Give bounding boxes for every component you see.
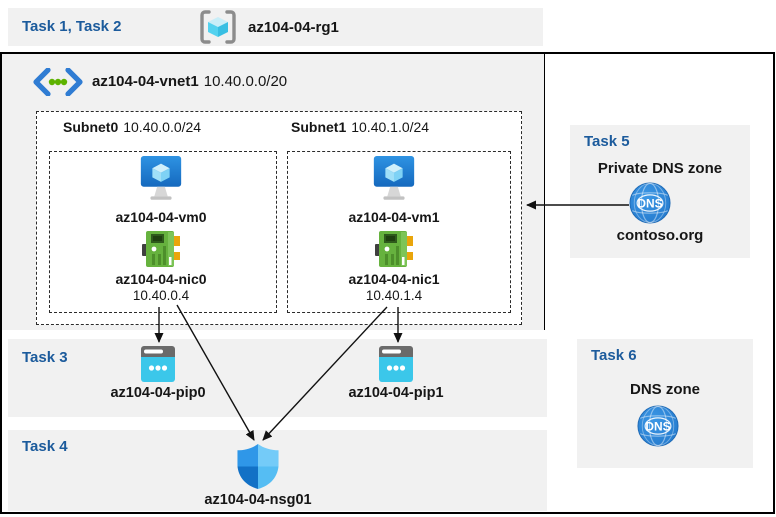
task3-label: Task 3 — [22, 349, 68, 366]
task5-card: Task 5 Private DNS zone DNS contoso.org — [570, 125, 750, 258]
resource-group-icon — [200, 10, 236, 44]
virtual-network-icon — [33, 68, 83, 96]
nsg-name: az104-04-nsg01 — [204, 492, 312, 508]
task4-label: Task 4 — [22, 438, 68, 455]
dns-globe-icon: DNS — [637, 405, 679, 447]
nsg-group: az104-04-nsg01 — [198, 444, 318, 508]
dns-icon-text: DNS — [645, 419, 670, 433]
private-dns-zone-name: contoso.org — [616, 227, 704, 244]
virtual-machine-icon — [373, 156, 415, 200]
pip0-name: az104-04-pip0 — [110, 385, 206, 401]
tasks-1-2-label: Task 1, Task 2 — [22, 18, 122, 35]
public-ip-icon — [141, 346, 175, 382]
vnet-name: az104-04-vnet1 — [92, 73, 199, 90]
shield-icon — [237, 444, 279, 489]
nic1-name: az104-04-nic1 — [348, 271, 440, 287]
subnet0-name: Subnet0 — [63, 119, 119, 135]
private-dns-zone-heading: Private DNS zone — [597, 160, 723, 177]
vm0-name: az104-04-vm0 — [115, 209, 207, 225]
network-interface-icon — [375, 231, 413, 267]
pip0-group: az104-04-pip0 — [98, 346, 218, 401]
subnet1-cidr: 10.40.1.0/24 — [351, 119, 430, 135]
task3-band — [8, 339, 547, 417]
subnet0-cidr: 10.40.0.0/24 — [123, 119, 202, 135]
vnet-cidr: 10.40.0.0/20 — [203, 73, 288, 90]
vm1-name: az104-04-vm1 — [348, 209, 440, 225]
task6-card: Task 6 DNS zone DNS — [577, 339, 753, 468]
task5-label: Task 5 — [584, 133, 630, 150]
dns-icon-text: DNS — [637, 196, 662, 210]
dns-zone-heading: DNS zone — [629, 381, 700, 398]
pip1-group: az104-04-pip1 — [336, 346, 456, 401]
resource-group-band: Task 1, Task 2 az104-04-rg1 — [8, 8, 543, 46]
subnet0-content: az104-04-vm0 az104-04-nic0 10.40.0.4 — [61, 156, 261, 303]
network-interface-icon — [142, 231, 180, 267]
nic0-ip: 10.40.0.4 — [132, 288, 190, 303]
subnet1-content: az104-04-vm1 az104-04-nic1 10.40.1.4 — [294, 156, 494, 303]
dns-globe-icon: DNS — [629, 182, 671, 224]
pip1-name: az104-04-pip1 — [348, 385, 444, 401]
task6-label: Task 6 — [591, 347, 637, 364]
subnet1-name: Subnet1 — [291, 119, 347, 135]
nic1-ip: 10.40.1.4 — [365, 288, 423, 303]
public-ip-icon — [379, 346, 413, 382]
virtual-machine-icon — [140, 156, 182, 200]
nic0-name: az104-04-nic0 — [115, 271, 207, 287]
resource-group-name: az104-04-rg1 — [248, 19, 339, 36]
